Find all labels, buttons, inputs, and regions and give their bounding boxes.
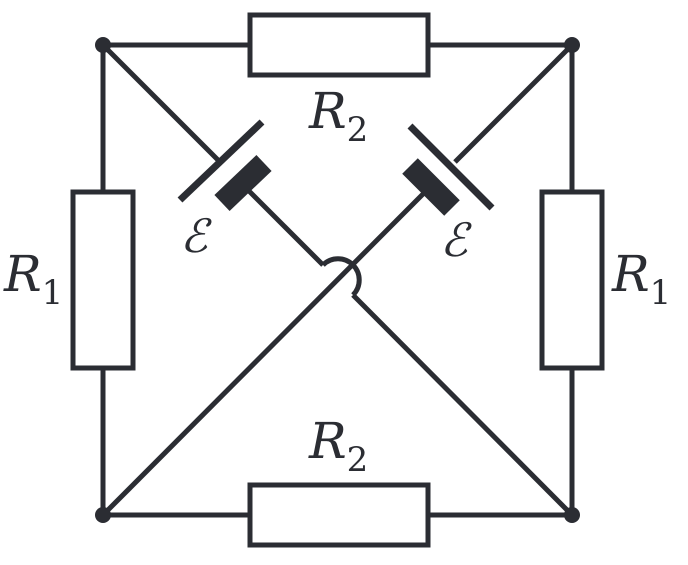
label-resistor-bottom-symbol: R (308, 412, 347, 470)
node-top-right (564, 37, 580, 53)
node-bottom-left (95, 507, 111, 523)
wire-diag-emf-to-bl (101, 189, 428, 517)
label-resistor-right: R1 (611, 245, 671, 313)
label-resistor-top-symbol: R (308, 82, 347, 140)
label-resistor-right-subscript: 1 (650, 273, 672, 313)
emf-right (402, 123, 495, 216)
label-emf-left: ℰ (180, 209, 212, 263)
outer-wires (100, 42, 575, 518)
wire-diag-tl-to-emf (101, 43, 221, 163)
label-resistor-bottom: R2 (308, 412, 368, 480)
wire-diag-emf-to-hop (246, 188, 325, 267)
label-resistor-left: R1 (3, 245, 63, 313)
resistor-right (539, 189, 605, 371)
node-top-left (95, 37, 111, 53)
label-resistor-top-subscript: 2 (347, 110, 369, 150)
resistor-bottom (247, 482, 431, 548)
label-resistor-top: R2 (308, 82, 368, 150)
resistor-left (70, 189, 136, 371)
label-resistor-right-symbol: R (611, 245, 650, 303)
diagonal-wires (101, 43, 574, 517)
label-resistor-left-symbol: R (3, 245, 42, 303)
emf-left-long-plate (177, 119, 265, 203)
wire-diag-hop-to-br (351, 293, 574, 517)
emf-right-short-plate (402, 158, 460, 216)
emf-right-long-plate (407, 123, 495, 211)
label-emf-right: ℰ (440, 213, 472, 267)
resistor-top (247, 12, 431, 78)
wire-diag-tr-to-emf (453, 43, 574, 164)
emf-left-short-plate (214, 155, 272, 211)
node-bottom-right (564, 507, 580, 523)
emf-left (177, 119, 272, 211)
label-resistor-left-subscript: 1 (42, 273, 64, 313)
label-resistor-bottom-subscript: 2 (347, 440, 369, 480)
